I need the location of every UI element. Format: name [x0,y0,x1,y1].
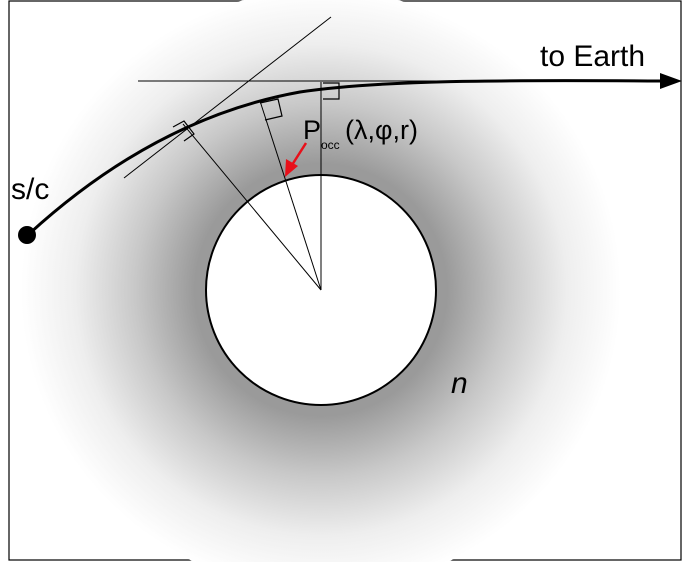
right-angle-marker-middle [259,98,283,121]
spacecraft-dot [18,226,36,244]
right-angle-marker-top [323,82,340,100]
radius-line-left [182,123,322,291]
pointer-arrow-shaft [290,142,308,166]
ray-path [27,79,663,236]
ray-arrowhead [660,73,682,89]
occultation-point-subscript: occ [321,138,340,152]
tangent-line-diagonal [123,16,332,179]
occultation-point-args: (λ,φ,r) [345,115,418,145]
medium-label: n [451,367,468,400]
destination-label: to Earth [540,40,645,73]
spacecraft-label: s/c [11,173,49,206]
pointer-arrow-head [285,159,298,177]
occultation-point-label: P occ (λ,φ,r) [303,115,418,152]
radius-line-middle [259,100,322,291]
occultation-point-main: P [303,115,321,145]
